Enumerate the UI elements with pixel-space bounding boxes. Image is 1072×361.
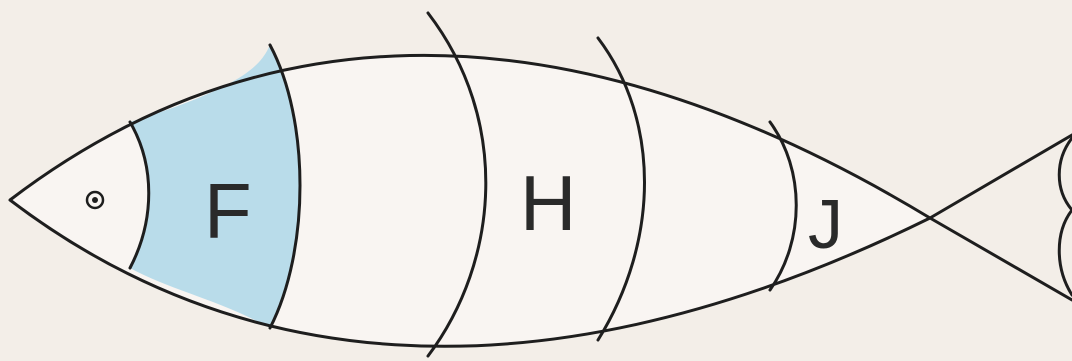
- fish-tail: [930, 135, 1072, 218]
- label-f: F: [204, 167, 252, 255]
- fish-tail-edge: [1059, 138, 1072, 295]
- eye-pupil: [92, 197, 98, 203]
- label-j: J: [808, 185, 843, 263]
- fish-tail-lower: [930, 218, 1072, 300]
- label-h: H: [520, 159, 576, 247]
